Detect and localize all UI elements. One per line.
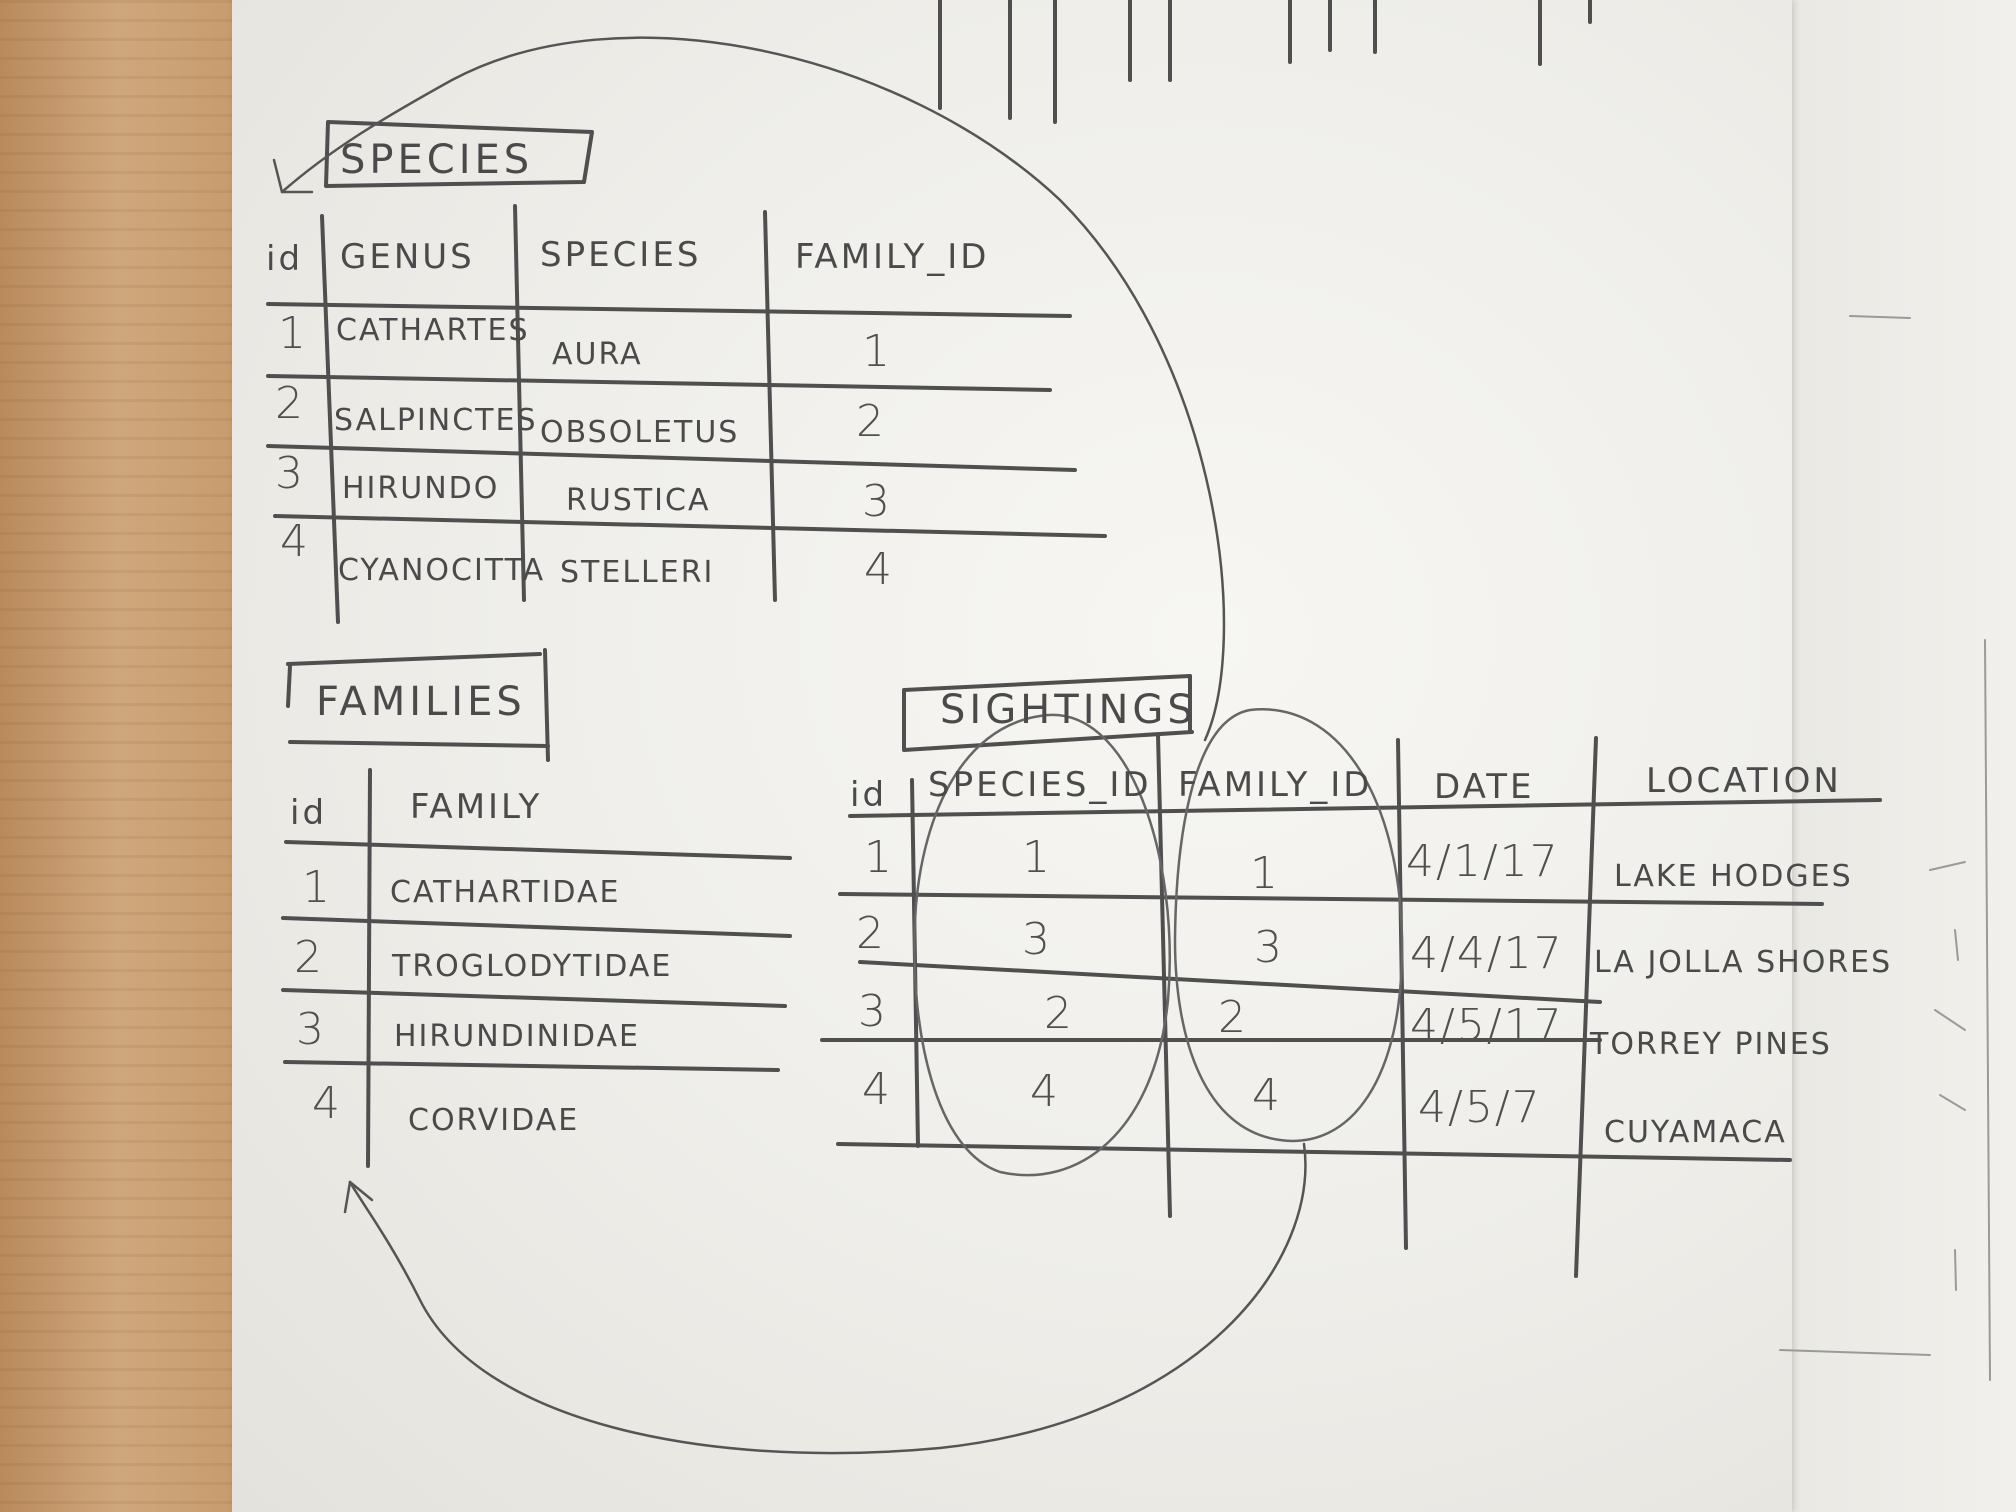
species-row3-id: 3 [275, 448, 305, 499]
sightings-header-id: id [850, 775, 888, 815]
families-header-family: FAMILY [410, 787, 543, 827]
sightings-row1-location: LAKE HODGES [1614, 859, 1853, 894]
sightings-row4-family-id: 4 [1252, 1070, 1282, 1121]
faint-margin-marks [1779, 315, 1991, 1381]
sightings-row1-family-id: 1 [1250, 848, 1280, 899]
species-relationship-arrow [272, 36, 1226, 742]
sightings-row1-date: 4/1/17 [1406, 836, 1560, 887]
species-title-box [324, 120, 594, 188]
species-row4-species: STELLERI [560, 555, 715, 590]
families-row2-family: TROGLODYTIDAE [392, 949, 673, 984]
species-header-species: SPECIES [540, 235, 702, 275]
sightings-header-location: LOCATION [1646, 761, 1842, 801]
sightings-row2-species-id: 3 [1022, 914, 1052, 965]
sightings-row3-id: 3 [858, 986, 888, 1037]
species-row4-family-id: 4 [864, 544, 894, 595]
species-row2-genus: SALPINCTES [334, 403, 538, 438]
species-row2-species: OBSOLETUS [540, 415, 740, 450]
sightings-row4-location: CUYAMACA [1604, 1115, 1787, 1150]
sightings-row1-id: 1 [864, 832, 894, 883]
families-title-box [286, 648, 550, 762]
species-row3-genus: HIRUNDO [342, 471, 500, 506]
sightings-title-box [902, 674, 1194, 752]
species-header-family-id: FAMILY_ID [795, 237, 990, 277]
species-row1-species: AURA [552, 337, 643, 372]
families-row1-id: 1 [302, 862, 332, 913]
sightings-row3-date: 4/5/17 [1410, 1000, 1564, 1051]
sightings-table-lines [820, 733, 1882, 1278]
family-id-highlight-oval [1173, 708, 1404, 1143]
families-row3-id: 3 [296, 1004, 326, 1055]
sightings-table-title: SIGHTINGS [940, 687, 1197, 733]
species-header-id: id [266, 239, 304, 279]
species-row1-genus: CATHARTES [336, 313, 530, 348]
families-table-lines [281, 768, 792, 1168]
sightings-row3-location: TORREY PINES [1590, 1027, 1832, 1062]
species-table-title: SPECIES [340, 137, 534, 183]
species-table-lines [266, 204, 1107, 624]
sightings-row2-family-id: 3 [1254, 922, 1284, 973]
sightings-row3-species-id: 2 [1044, 988, 1074, 1039]
families-row3-family: HIRUNDINIDAE [394, 1019, 640, 1054]
sightings-row3-family-id: 2 [1218, 992, 1248, 1043]
families-row4-id: 4 [312, 1078, 342, 1129]
wooden-table-surface [0, 0, 260, 1512]
species-row2-id: 2 [275, 378, 305, 429]
sightings-row4-id: 4 [862, 1064, 892, 1115]
sightings-header-family-id: FAMILY_ID [1178, 765, 1373, 805]
species-row3-family-id: 3 [862, 476, 892, 527]
paper-sheet [232, 0, 1792, 1512]
families-header-id: id [290, 793, 328, 833]
sightings-row4-date: 4/5/7 [1418, 1082, 1542, 1133]
sightings-header-date: DATE [1434, 767, 1535, 807]
species-row1-family-id: 1 [862, 326, 892, 377]
sightings-row4-species-id: 4 [1030, 1066, 1060, 1117]
species-row3-species: RUSTICA [566, 483, 711, 518]
families-row1-family: CATHARTIDAE [390, 875, 621, 910]
species-row2-family-id: 2 [856, 396, 886, 447]
sightings-row2-location: LA JOLLA SHORES [1594, 945, 1893, 980]
sightings-header-species-id: SPECIES_ID [928, 765, 1152, 805]
families-row4-family: CORVIDAE [408, 1103, 580, 1138]
species-row1-id: 1 [278, 308, 308, 359]
species-header-genus: GENUS [340, 237, 475, 277]
background-paper-sheet [1770, 0, 2016, 1512]
family-relationship-arrow [343, 1142, 1307, 1455]
species-row4-id: 4 [280, 516, 310, 567]
families-row2-id: 2 [294, 932, 324, 983]
species-row4-genus: CYANOCITTA [338, 553, 546, 588]
sightings-row2-date: 4/4/17 [1410, 928, 1564, 979]
families-table-title: FAMILIES [316, 679, 526, 725]
sightings-row2-id: 2 [856, 908, 886, 959]
top-tick-marks [938, 0, 1592, 124]
sightings-row1-species-id: 1 [1022, 832, 1052, 883]
species-id-highlight-oval [913, 713, 1172, 1177]
